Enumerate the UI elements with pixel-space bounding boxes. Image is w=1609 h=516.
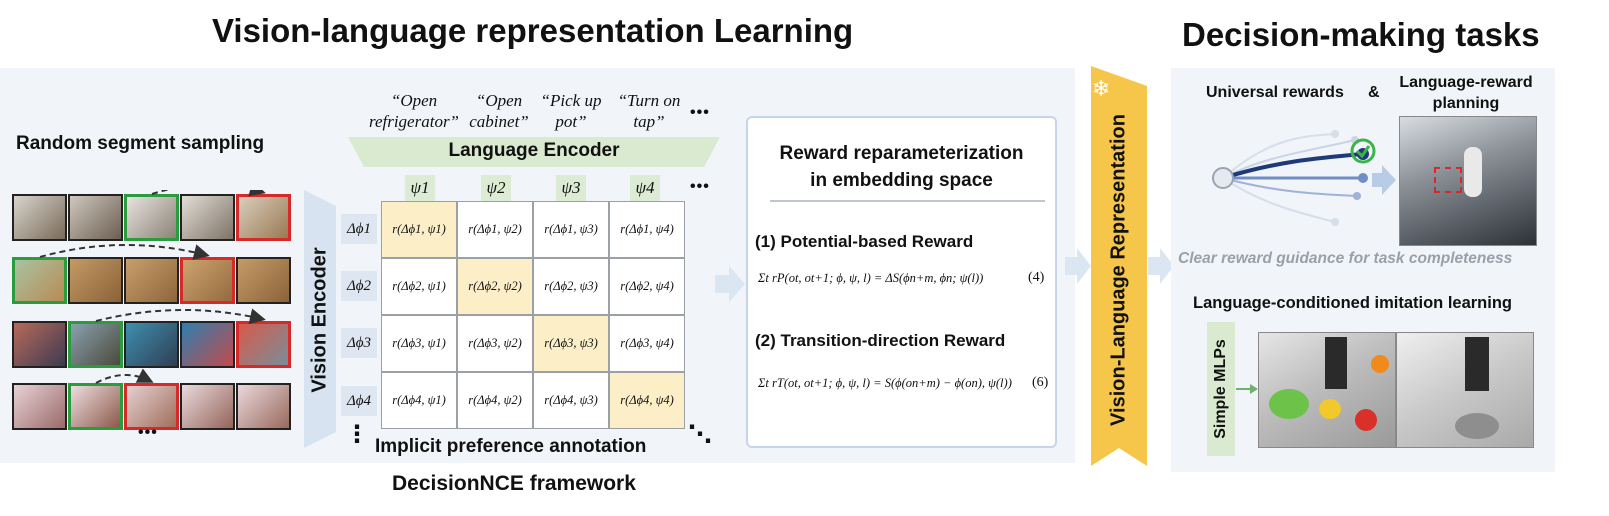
right-title: Decision-making tasks — [1182, 16, 1540, 53]
more-psi-dots: ••• — [690, 178, 710, 195]
arrow-to-tasks — [1148, 248, 1174, 284]
language-encoder-label: Language Encoder — [448, 140, 620, 161]
implicit-preference-caption: Implicit preference annotation — [375, 436, 647, 457]
prompt-turn-on-tap: “Turn on tap” — [617, 91, 681, 131]
segment-start-frame — [124, 194, 179, 241]
transition-reward-title: (2) Transition-direction Reward — [755, 331, 1006, 350]
more-prompts-dots: ••• — [690, 104, 710, 121]
segment-end-frame — [124, 383, 179, 430]
simple-mlps-block — [1207, 322, 1235, 456]
matrix-cell: r(Δϕ1, ψ3) — [533, 201, 609, 258]
video-frame — [12, 321, 67, 368]
clear-guidance-text: Clear reward guidance for task completen… — [1178, 250, 1513, 267]
video-frame — [12, 383, 67, 430]
arrow-to-reward — [715, 266, 745, 302]
prompt-pick-up-pot: “Pick up pot” — [540, 91, 602, 131]
transition-eq-number: (6) — [1032, 375, 1049, 390]
dphi-header-2: Δϕ2 — [341, 271, 377, 301]
video-frames-grid — [10, 190, 305, 440]
transition-reward-formula: Σt rT(ot, ot+1; ϕ, ψ, l) = S(ϕ(on+m) − ϕ… — [758, 376, 1012, 390]
video-frame — [68, 257, 123, 304]
checkmark-icon — [1350, 138, 1376, 164]
matrix-cell: r(Δϕ4, ψ1) — [381, 372, 457, 429]
video-frame — [68, 194, 123, 241]
dphi-header-3: Δϕ3 — [341, 328, 377, 358]
prompt-open-refrigerator: “Open refrigerator” — [368, 91, 460, 131]
sampling-label: Random segment sampling — [16, 133, 265, 154]
reward-title-line2: in embedding space — [810, 170, 993, 191]
matrix-cell: r(Δϕ2, ψ4) — [609, 258, 685, 315]
vl-representation-label: Vision-Language Representation — [1107, 114, 1130, 426]
segment-start-frame — [12, 257, 67, 304]
vision-encoder-label: Vision Encoder — [308, 247, 331, 393]
similarity-matrix: r(Δϕ1, ψ1) r(Δϕ1, ψ2) r(Δϕ1, ψ3) r(Δϕ1, … — [381, 201, 685, 429]
sampling-arcs — [39, 190, 266, 384]
video-frame — [236, 257, 291, 304]
language-reward-planning-line1: Language-reward — [1399, 74, 1533, 91]
snowflake-icon: ❄ — [1092, 76, 1111, 101]
psi-header-1: ψ1 — [405, 175, 435, 201]
potential-reward-formula: Σt rP(ot, ot+1; ϕ, ψ, l) = ΔS(ϕn+m, ϕn; … — [758, 271, 984, 285]
matrix-cell: r(Δϕ3, ψ1) — [381, 315, 457, 372]
video-frame — [180, 194, 235, 241]
matrix-cell: r(Δϕ3, ψ3) — [533, 315, 609, 372]
vision-encoder-block — [304, 190, 336, 448]
framework-caption: DecisionNCE framework — [392, 472, 636, 495]
matrix-cell: r(Δϕ2, ψ3) — [533, 258, 609, 315]
vl-representation-banner — [1091, 66, 1147, 466]
diagonal-dots: ⋱ — [688, 421, 712, 448]
dphi-header-4: Δϕ4 — [341, 386, 377, 416]
imitation-image-1 — [1258, 332, 1396, 448]
matrix-cell: r(Δϕ2, ψ1) — [381, 258, 457, 315]
simple-mlps-label: Simple MLPs — [1212, 339, 1229, 439]
matrix-cell: r(Δϕ3, ψ2) — [457, 315, 533, 372]
arrow-mlp-to-images — [1236, 384, 1258, 394]
more-segments-dots: ••• — [138, 424, 158, 441]
arrow-to-representation — [1065, 248, 1091, 284]
psi-header-4: ψ4 — [630, 175, 660, 201]
reward-title-line1: Reward reparameterization — [779, 143, 1024, 164]
matrix-cell: r(Δϕ1, ψ4) — [609, 201, 685, 258]
psi-header-3: ψ3 — [556, 175, 586, 201]
psi-header-2: ψ2 — [481, 175, 511, 201]
matrix-cell: r(Δϕ1, ψ1) — [381, 201, 457, 258]
ampersand: & — [1368, 84, 1380, 101]
potential-reward-title: (1) Potential-based Reward — [755, 232, 974, 251]
video-frame — [124, 257, 179, 304]
video-frame — [180, 321, 235, 368]
reward-box — [746, 116, 1057, 448]
language-encoder-block — [348, 137, 720, 167]
dphi-header-1: Δϕ1 — [341, 214, 377, 244]
matrix-cell: r(Δϕ4, ψ2) — [457, 372, 533, 429]
video-frame — [180, 383, 235, 430]
matrix-cell: r(Δϕ4, ψ3) — [533, 372, 609, 429]
segment-start-frame — [68, 321, 123, 368]
video-frame — [236, 383, 291, 430]
arrow-to-planning — [1372, 165, 1396, 195]
reward-divider — [770, 200, 1045, 202]
matrix-cell: r(Δϕ3, ψ4) — [609, 315, 685, 372]
segment-start-frame — [68, 383, 123, 430]
matrix-cell: r(Δϕ4, ψ4) — [609, 372, 685, 429]
matrix-cell: r(Δϕ1, ψ2) — [457, 201, 533, 258]
language-reward-planning-line2: planning — [1432, 95, 1500, 112]
video-frame — [124, 321, 179, 368]
potential-eq-number: (4) — [1028, 270, 1045, 285]
universal-rewards-label: Universal rewards — [1206, 84, 1344, 101]
planning-robot-image — [1399, 116, 1537, 246]
imitation-image-2 — [1396, 332, 1534, 448]
reward-fan-graphic — [1212, 130, 1369, 226]
prompt-open-cabinet: “Open cabinet” — [469, 91, 529, 131]
video-frame — [12, 194, 67, 241]
imitation-learning-title: Language-conditioned imitation learning — [1193, 294, 1513, 312]
vertical-dots: ⋮ — [345, 421, 369, 448]
matrix-cell: r(Δϕ2, ψ2) — [457, 258, 533, 315]
main-title: Vision-language representation Learning — [212, 12, 854, 49]
